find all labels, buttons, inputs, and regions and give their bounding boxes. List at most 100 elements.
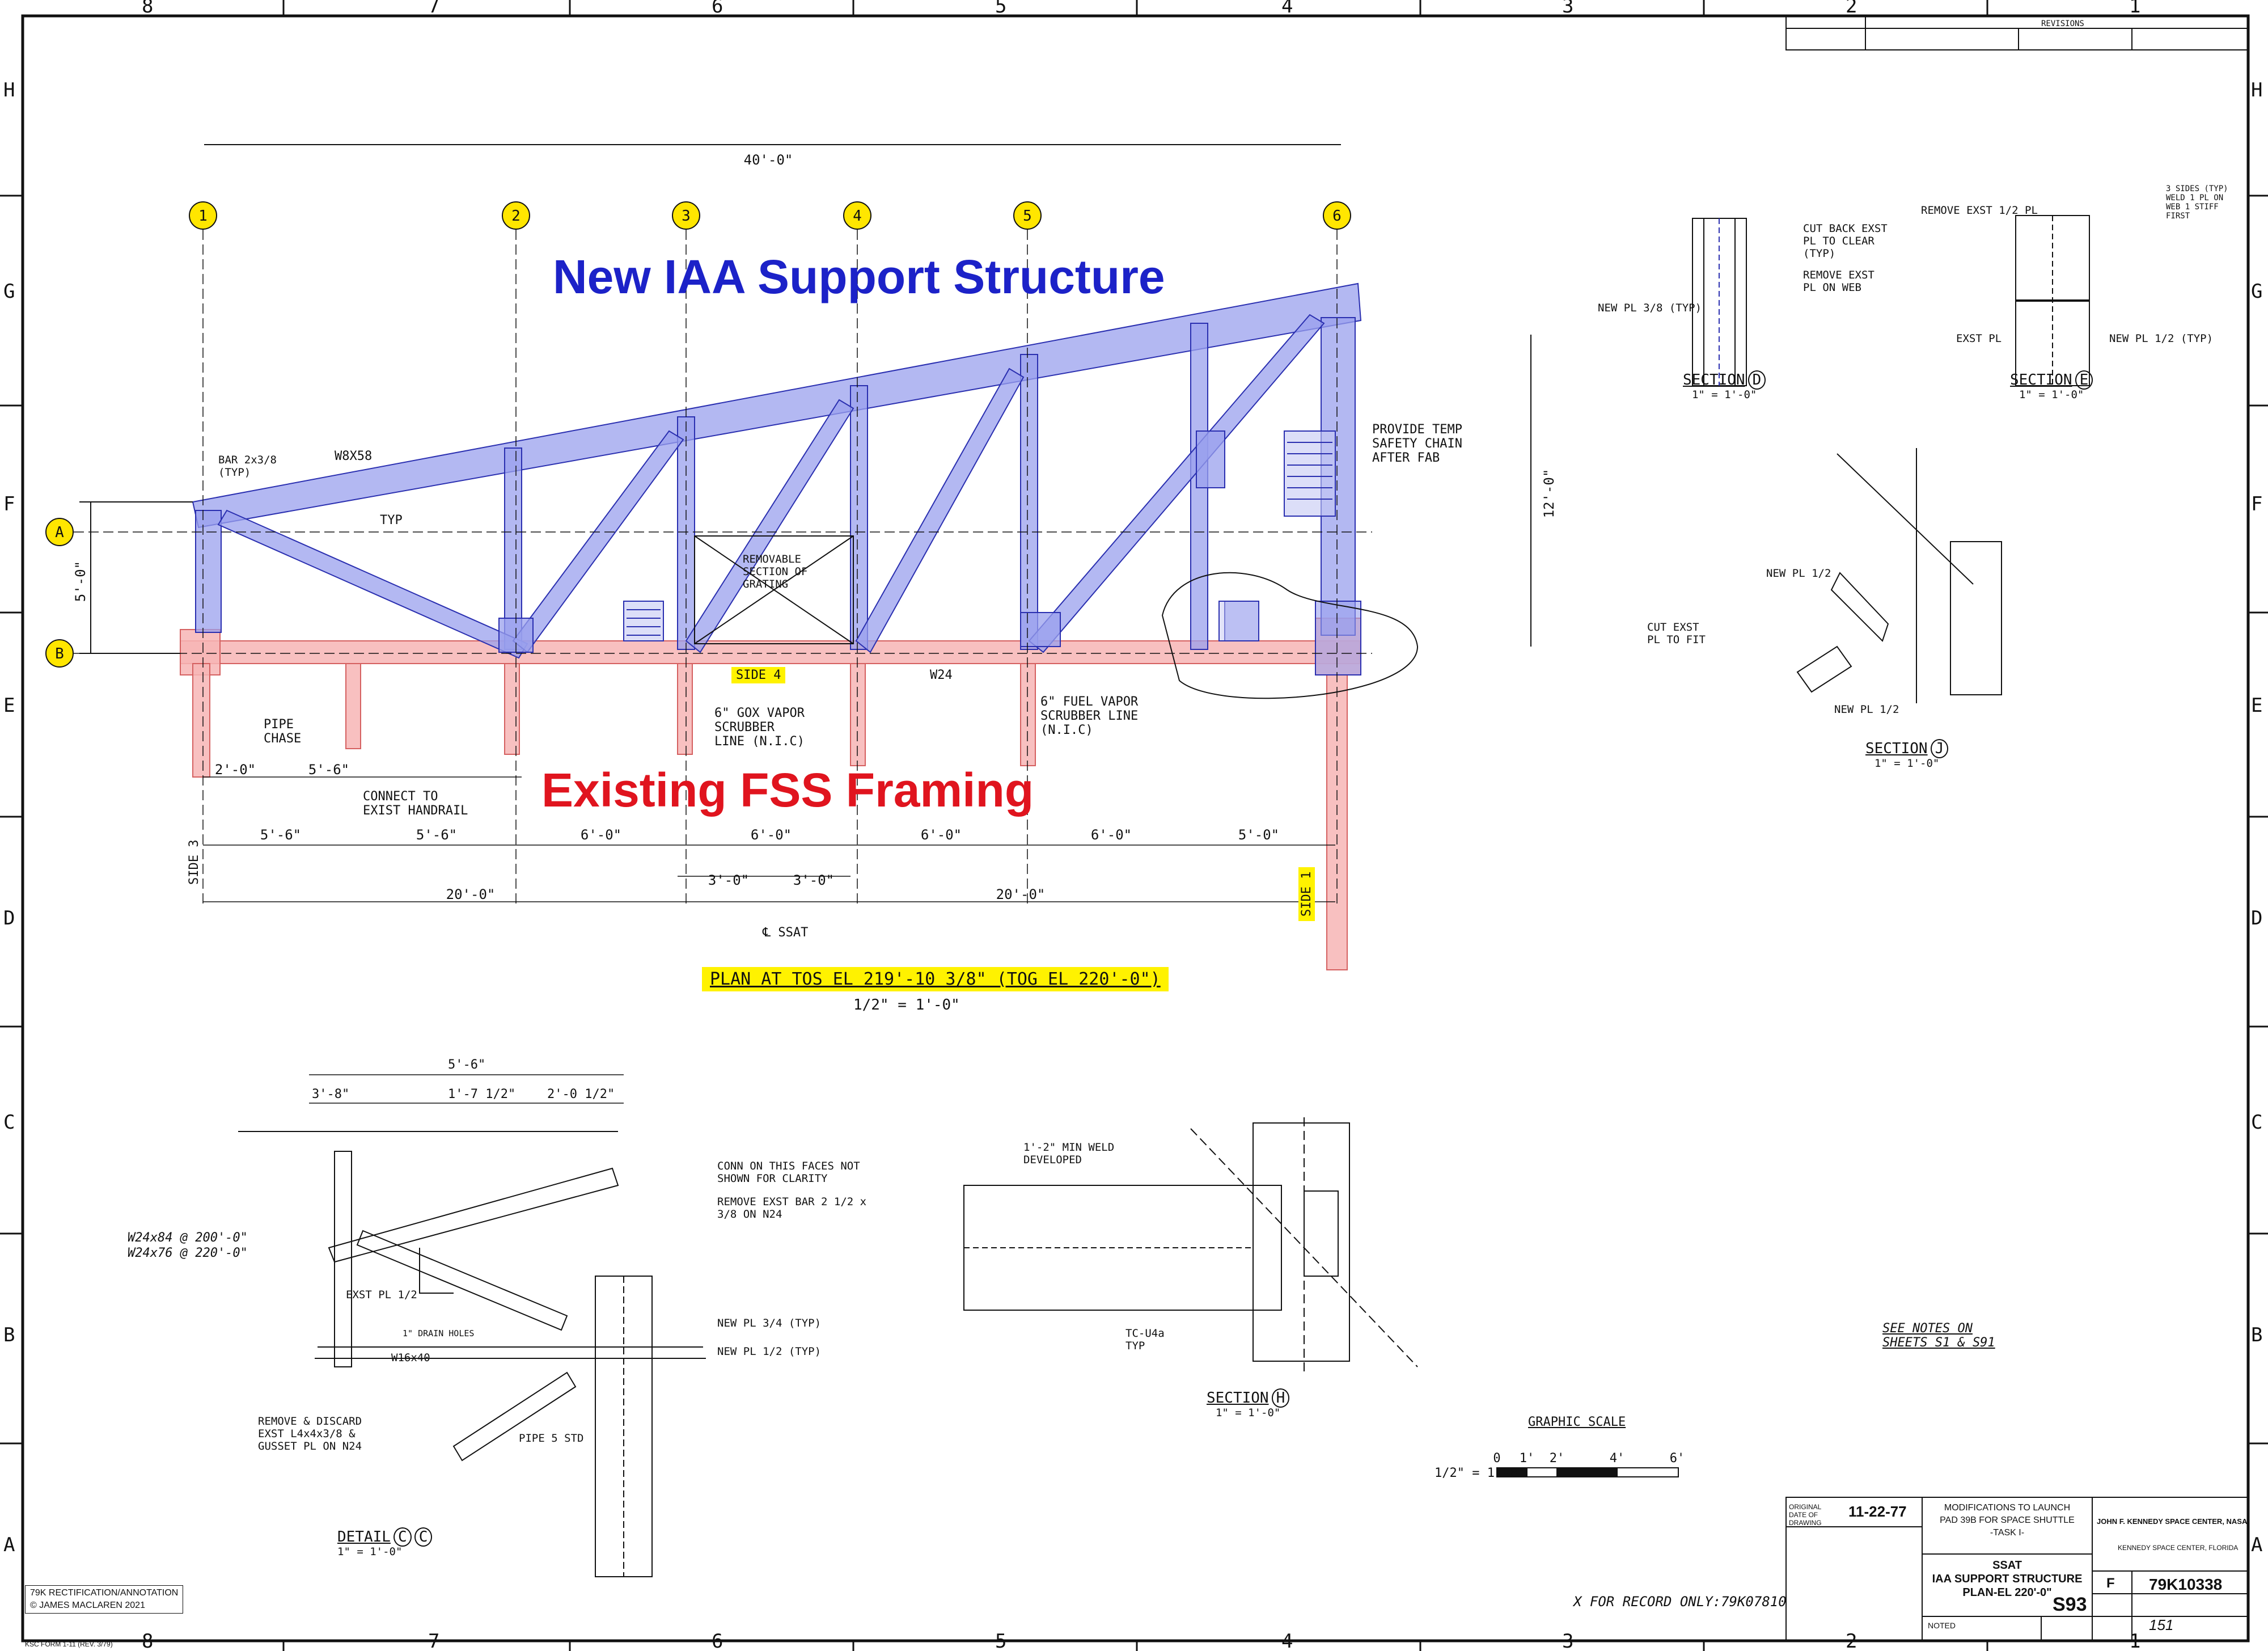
typ-label: TYP [380,513,403,527]
revisions-box [1785,15,2249,50]
project-line-1: MODIFICATIONS TO LAUNCH [1944,1503,2071,1513]
plan-title: PLAN AT TOS EL 219'-10 3/8" (TOG EL 220'… [702,967,1169,991]
plan-dim-row2: 3'-0" [708,872,749,888]
detail-note-11: EXST PL 1/2 [346,1289,417,1301]
plan-dim-small: 2'-0" [215,762,256,778]
plan-dim-row1: 6'-0" [921,827,962,843]
section-j-note-3: NEW PL 1/2 [1834,703,1899,716]
scale-tick-label: 2' [1550,1451,1565,1466]
grid-bubble-4: 4 [843,201,871,230]
plan-dim-row1: 6'-0" [751,827,792,843]
scale-tick-label: 1' [1520,1451,1535,1466]
agency-name: JOHN F. KENNEDY SPACE CENTER, NASA [2097,1517,2248,1526]
section-d-caption: SECTION D 1" = 1'-0" [1683,370,1766,401]
section-j-note-1: CUT EXST PL TO FIT [1647,621,1706,646]
gox-scrubber-note: 6" GOX VAPOR SCRUBBER LINE (N.I.C) [714,706,805,749]
section-j-caption: SECTION J 1" = 1'-0" [1865,739,1949,770]
border-letter-right: B [2251,1324,2262,1346]
border-letter-right: G [2251,280,2262,303]
drawing-title-line-2: IAA SUPPORT STRUCTURE [1932,1573,2083,1585]
detail-note-1: CONN ON THIS FACES NOT SHOWN FOR CLARITY [717,1160,860,1185]
section-d-note-3: NEW PL 3/8 (TYP) [1598,302,1702,314]
svg-text:2: 2 [511,208,521,225]
section-j-title: SECTION [1865,740,1928,757]
date-label: ORIGINAL DATE OF DRAWING [1789,1503,1822,1527]
grid-bubble-1: 1 [189,201,217,230]
border-number-top: 5 [995,0,1006,18]
grid-bubble-2: 2 [502,201,530,230]
detail-scale: 1" = 1'-0" [337,1546,403,1558]
section-j-scale: 1" = 1'-0" [1874,757,1940,770]
border-number-top: 2 [1846,0,1857,18]
drawing-title-line-1: SSAT [1992,1559,2022,1572]
detail-title: DETAIL [337,1528,391,1546]
section-e-letter: E [2075,370,2093,390]
svg-text:4: 4 [853,208,862,225]
record-note: X FOR RECORD ONLY:79K07810 [1573,1594,1787,1610]
left-height-dimension: 5'-0" [73,561,88,602]
plan-dim-small: 5'-6" [308,762,349,778]
existing-framing-title: Existing FSS Framing [541,763,1034,817]
section-e-title: SECTION [2010,371,2072,389]
detail-dim-3: 1'-7 1/2" [448,1087,516,1101]
section-d-drawing [1692,218,1747,386]
border-letter-left: G [3,280,15,303]
agency-location: KENNEDY SPACE CENTER, FLORIDA [2118,1544,2239,1552]
border-letter-right: A [2251,1534,2262,1556]
border-letter-left: H [3,79,15,102]
drawing-scale: NOTED [1928,1621,1956,1630]
sheet-border [21,14,2250,1642]
detail-dim-4: 2'-0 1/2" [547,1087,615,1101]
border-number-bottom: 8 [142,1630,153,1651]
sheet-size: F [2106,1576,2115,1591]
scale-tick-label: 4' [1610,1451,1625,1466]
border-letter-left: C [3,1111,15,1134]
plan-dim-row1: 6'-0" [1091,827,1132,843]
section-e-note-4: EXST PL [1956,332,2002,345]
border-letter-left: A [3,1534,15,1556]
plan-dim-row1: 5'-6" [416,827,457,843]
section-e-caption: SECTION E 1" = 1'-0" [2010,370,2093,401]
section-h-caption: SECTION H 1" = 1'-0" [1207,1388,1290,1419]
plan-linework [79,144,1531,699]
fuel-scrubber-note: 6" FUEL VAPOR SCRUBBER LINE (N.I.C) [1040,695,1139,737]
detail-note-4: NEW PL 1/2 (TYP) [717,1345,822,1358]
svg-text:6: 6 [1332,208,1342,225]
height-dimension: 12'-0" [1541,469,1557,518]
graphic-scale-ratio: 1/2" = 1'-0" [1435,1466,1525,1480]
section-d-note-2: REMOVE EXST PL ON WEB [1803,269,1875,294]
border-number-top: 4 [1281,0,1293,18]
detail-cc-drawing [238,1131,706,1577]
detail-note-7: W24x84 @ 200'-0" [128,1231,248,1245]
grid-bubble-A: A [45,518,74,546]
side-1-label: SIDE 1 [1298,867,1315,921]
border-letter-right: H [2251,79,2262,102]
border-number-bottom: 5 [995,1630,1006,1651]
revisions-label: REVISIONS [2041,19,2084,28]
border-number-top: 7 [428,0,439,18]
detail-note-6: PIPE 5 STD [519,1432,584,1445]
plan-scale: 1/2" = 1'-0" [853,996,960,1014]
border-letter-left: E [3,694,15,717]
ssat-centerline-label: ℄ SSAT [763,926,809,940]
graphic-scale-bar [1496,1467,1679,1477]
grid-bubble-B: B [45,639,74,668]
removable-grating-note: REMOVABLE SECTION OF GRATING [743,553,808,590]
grid-bubble-6: 6 [1323,201,1351,230]
sheet-number: S93 [2053,1594,2087,1615]
border-letter-right: F [2251,493,2262,516]
plan-dimension-lines [203,776,1335,902]
plan-dim-row3: 20'-0" [996,886,1046,902]
plan-dim-row3: 20'-0" [446,886,496,902]
plan-dim-row1: 6'-0" [581,827,621,843]
plan-dim-row1: 5'-6" [260,827,301,843]
graphic-scale-title: GRAPHIC SCALE [1528,1415,1626,1429]
svg-text:A: A [55,524,64,541]
border-letter-left: F [3,493,15,516]
safety-chain-note: PROVIDE TEMP SAFETY CHAIN AFTER FAB [1372,423,1462,465]
overall-dimension: 40'-0" [744,152,793,168]
section-d-letter: D [1747,370,1766,390]
section-j-note-2: NEW PL 1/2 [1766,567,1831,580]
